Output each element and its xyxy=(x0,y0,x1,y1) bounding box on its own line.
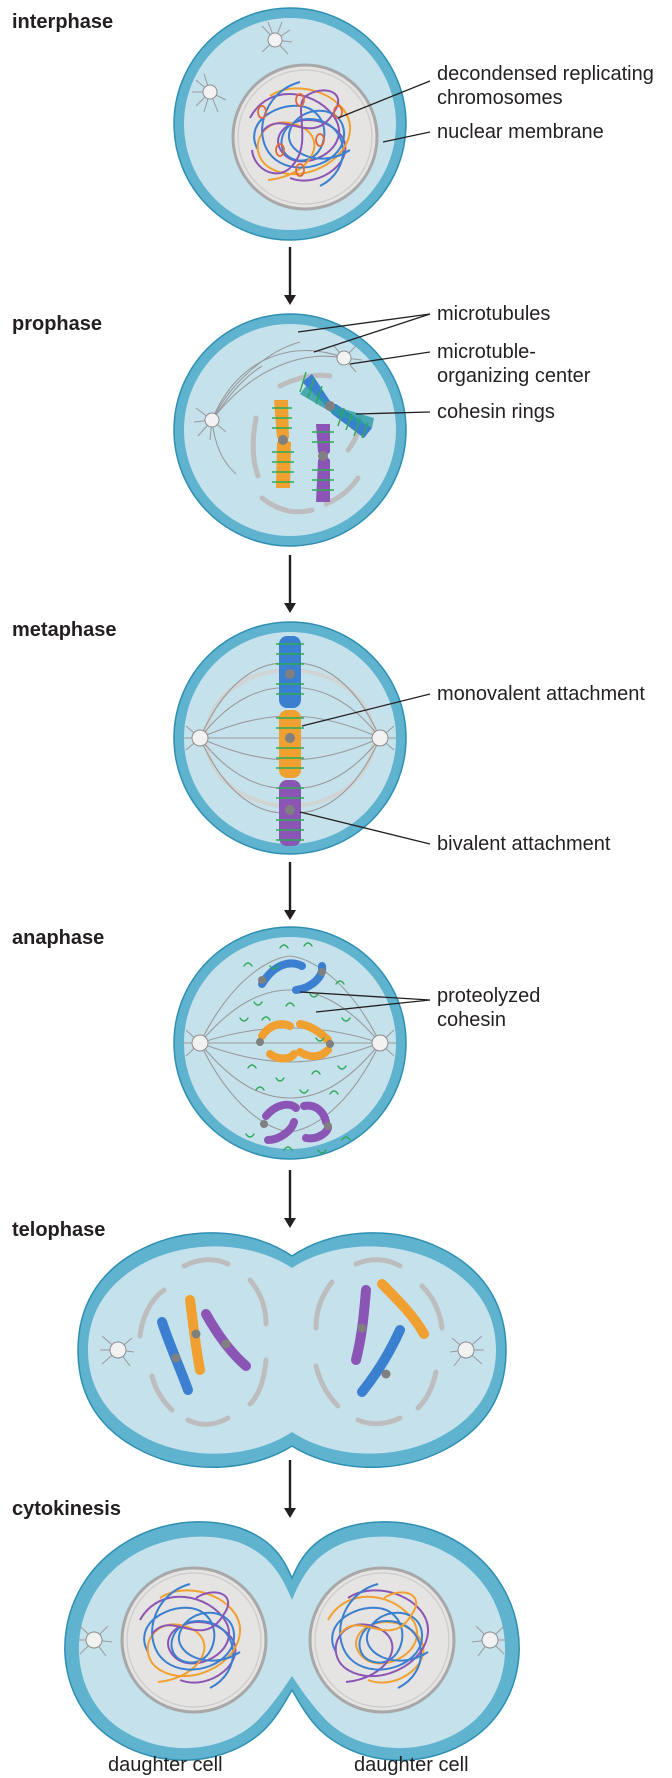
caption-daughter-cell-left: daughter cell xyxy=(108,1754,223,1776)
metaphase-cell xyxy=(174,622,406,854)
callout-mtoc-line2: organizing center xyxy=(437,365,591,387)
callout-decondensed-line1: decondensed replicating xyxy=(437,63,654,85)
prophase-cell xyxy=(174,314,406,546)
daughter-nucleus-right xyxy=(310,1568,454,1712)
cytokinesis-cells xyxy=(65,1522,519,1760)
stage-label-telophase: telophase xyxy=(12,1219,105,1241)
callout-mtoc-line1: microtuble- xyxy=(437,341,536,363)
interphase-cell xyxy=(174,8,406,240)
callout-decondensed-line2: chromosomes xyxy=(437,87,563,109)
callout-bivalent: bivalent attachment xyxy=(437,833,611,855)
anaphase-cell xyxy=(174,927,406,1159)
metaphase-chromosome-purple xyxy=(276,780,304,846)
metaphase-chromosome-orange xyxy=(276,710,304,778)
stage-label-prophase: prophase xyxy=(12,313,102,335)
callout-cohesin-rings: cohesin rings xyxy=(437,401,555,423)
callout-monovalent: monovalent attachment xyxy=(437,683,645,705)
callout-proteolyzed-line1: proteolyzed xyxy=(437,985,540,1007)
stage-label-metaphase: metaphase xyxy=(12,619,117,641)
metaphase-chromosome-blue xyxy=(276,636,304,708)
stage-label-cytokinesis: cytokinesis xyxy=(12,1498,121,1520)
daughter-nucleus-left xyxy=(122,1568,266,1712)
telophase-cell xyxy=(78,1233,506,1467)
caption-daughter-cell-right: daughter cell xyxy=(354,1754,469,1776)
callout-microtubules: microtubules xyxy=(437,303,550,325)
stage-label-anaphase: anaphase xyxy=(12,927,104,949)
callout-proteolyzed-line2: cohesin xyxy=(437,1009,506,1031)
stage-label-interphase: interphase xyxy=(12,11,113,33)
callout-nuclear-membrane: nuclear membrane xyxy=(437,121,604,143)
